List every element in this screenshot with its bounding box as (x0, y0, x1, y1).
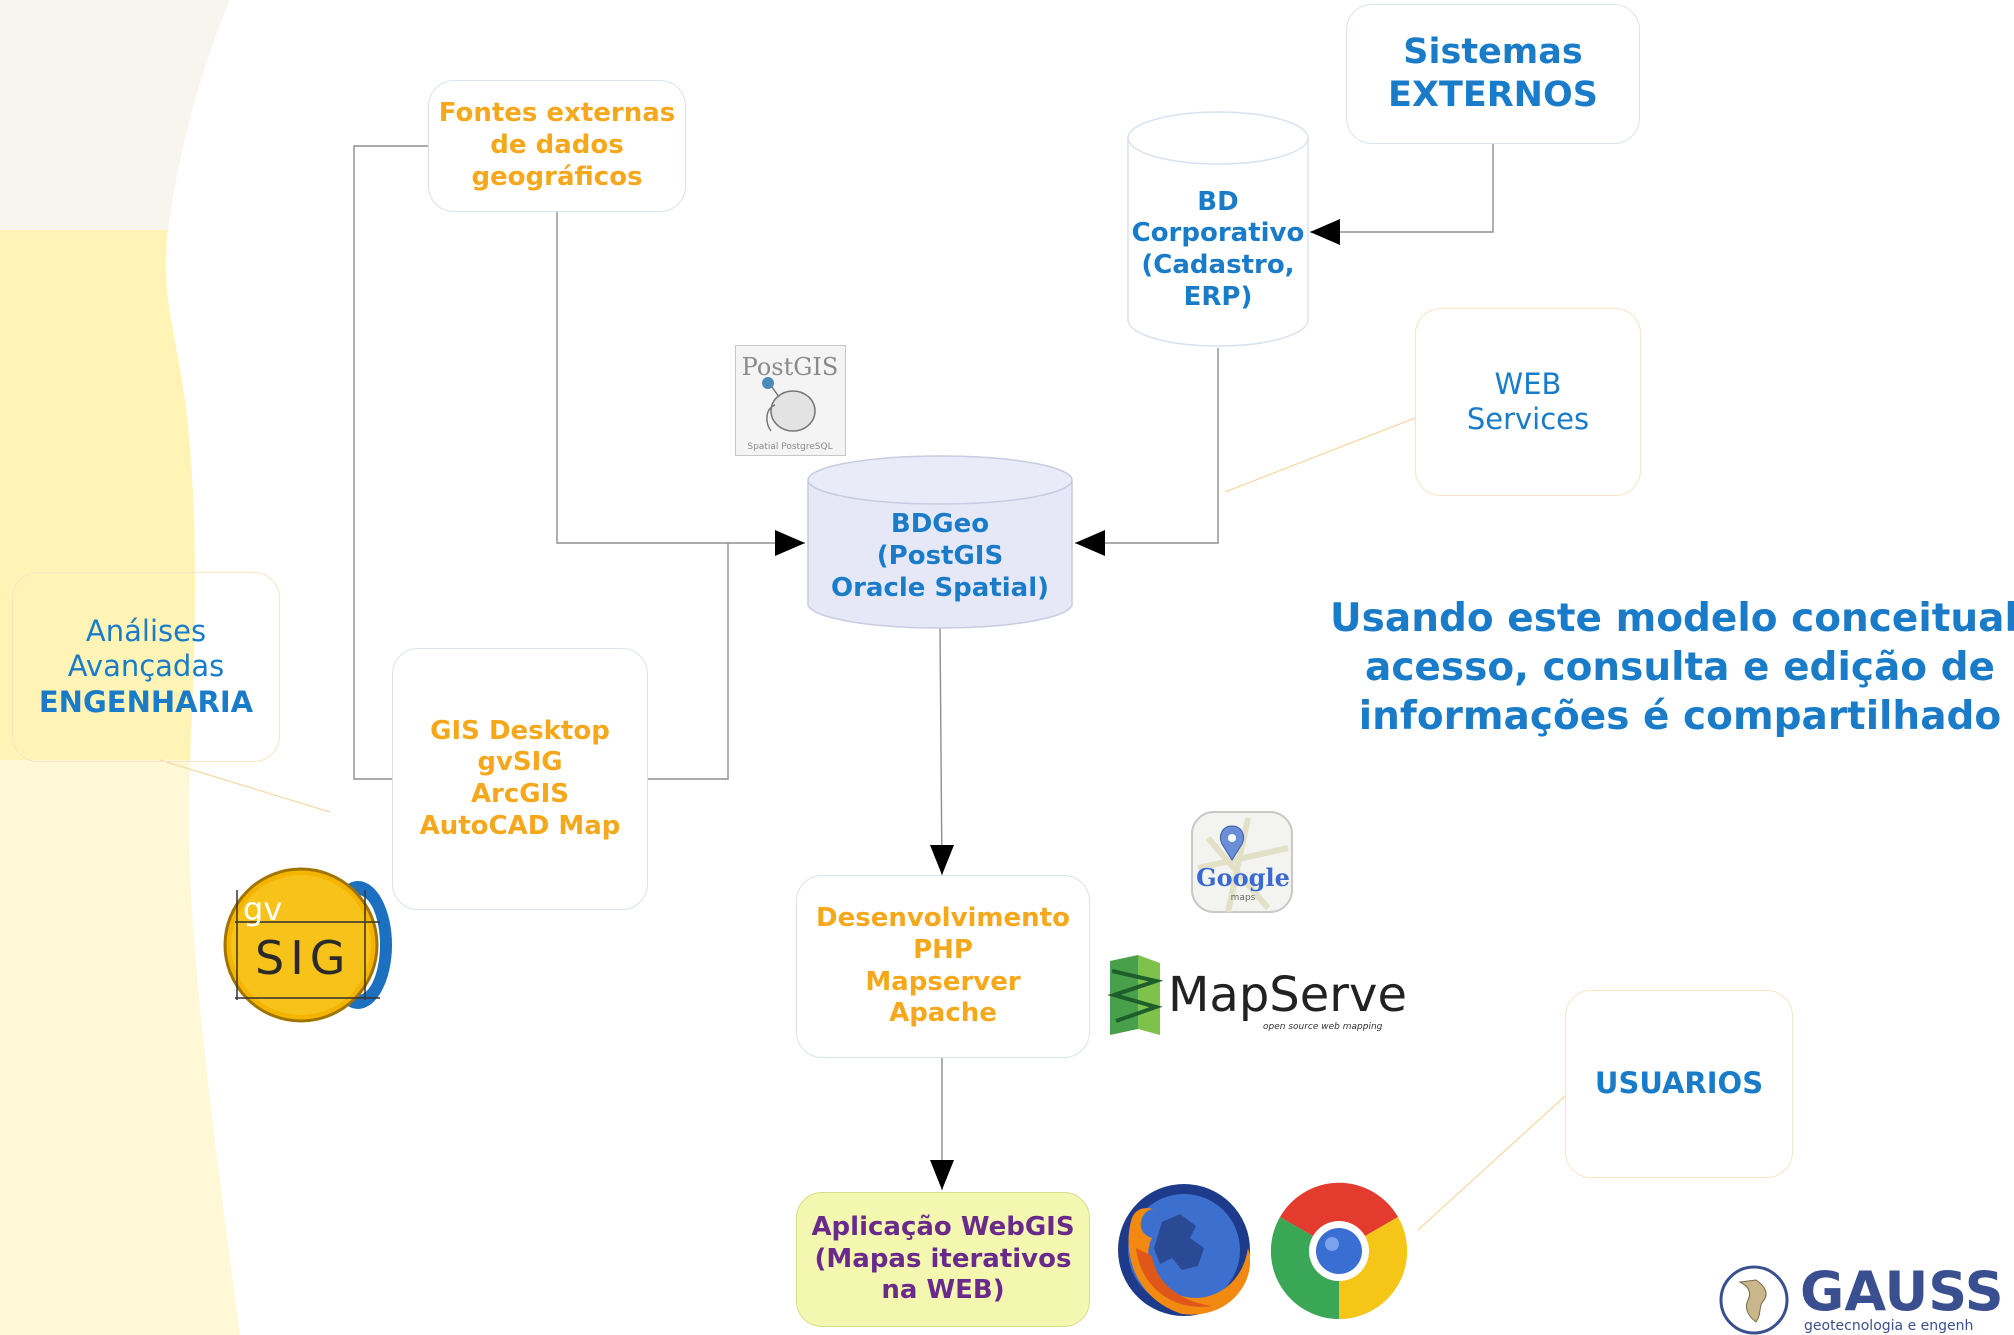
gauss-text: GAUSS (1800, 1262, 2004, 1323)
callout-pointer-webservices (1224, 417, 1416, 493)
callout-text-line: WEB (1494, 366, 1562, 401)
edge-bdcorp-bdgeo (1075, 348, 1219, 544)
callout-web-services: WEB Services (1415, 308, 1641, 496)
node-text-line: Oracle Spatial) (830, 572, 1050, 603)
edge-fontes-gis (353, 145, 428, 780)
node-text-line: PHP (913, 934, 973, 965)
callout-text-line: Services (1466, 402, 1590, 436)
postgis-logo: PostGIS Spatial PostgreSQL (735, 345, 846, 456)
node-text-line: GIS Desktop (430, 715, 610, 746)
node-text-line: Fontes externas (438, 98, 676, 129)
node-sistemas-externos: Sistemas EXTERNOS (1346, 4, 1640, 144)
statement-line: Usando este modelo conceitual, o (1330, 596, 2014, 641)
arrowhead (1310, 219, 1340, 245)
node-text-line: gvSIG (477, 747, 563, 778)
node-text-line: (Cadastro, (1141, 250, 1295, 280)
callout-text-line: Análises (85, 613, 207, 648)
arrowhead (775, 530, 805, 556)
gvsig-gv: gv (243, 890, 282, 928)
node-text-line: (PostGIS (876, 541, 1004, 572)
gvsig-logo: gv SIG (223, 867, 392, 1023)
bd-corporativo-cylinder (1127, 111, 1309, 347)
postgis-title: PostGIS (742, 353, 839, 381)
statement-line: acesso, consulta e edição de (1365, 644, 1995, 690)
callout-text-line: ENGENHARIA (38, 684, 254, 719)
node-text-line: de dados (490, 130, 624, 161)
callout-usuarios: USUARIOS (1565, 990, 1793, 1178)
bdgeo-cylinder (807, 455, 1073, 629)
node-bdgeo: BDGeo (PostGIS Oracle Spatial) (808, 500, 1072, 614)
firefox-logo (1118, 1184, 1251, 1316)
node-text-line: geográficos (471, 161, 643, 192)
node-text-line: na WEB) (881, 1275, 1005, 1306)
edge-fontes-bdgeo (556, 212, 805, 544)
node-bd-corporativo: BD Corporativo (Cadastro, ERP) (1128, 180, 1308, 320)
conclusion-statement: Usando este modelo conceitual, o acesso,… (1330, 595, 2014, 741)
mapserver-text: MapServer (1168, 967, 1408, 1023)
chrome-logo (1270, 1182, 1408, 1320)
node-aplicacao-webgis: Aplicação WebGIS (Mapas iterativos na WE… (796, 1192, 1090, 1327)
node-text-line: Corporativo (1131, 218, 1305, 249)
node-text-line: AutoCAD Map (419, 810, 621, 841)
arrowhead (930, 845, 954, 875)
mapserver-sub: open source web mapping (1263, 1022, 1383, 1032)
google-maps-sub: maps (1231, 893, 1256, 903)
statement-line: informações é compartilhado (1358, 693, 2002, 739)
arrowhead (1075, 530, 1105, 556)
node-text-line: BD (1197, 186, 1239, 217)
callout-text-line: USUARIOS (1594, 1066, 1764, 1101)
node-text-line: (Mapas iterativos (814, 1243, 1072, 1274)
edge-gis-bdgeo (648, 543, 729, 780)
mapserver-logo: MapServer open source web mapping (1108, 955, 1408, 1035)
edge-sistemas-bdcorp (1310, 144, 1494, 233)
node-text-line: Desenvolvimento (816, 903, 1070, 934)
node-text-line: ArcGIS (470, 779, 570, 809)
node-text-line: Sistemas (1403, 32, 1583, 73)
google-maps-logo: Google maps (1191, 811, 1293, 913)
node-text-line: Apache (889, 998, 997, 1029)
node-text-line: Aplicação WebGIS (811, 1211, 1075, 1242)
node-text-line: ERP) (1183, 281, 1253, 312)
node-desenvolvimento: Desenvolvimento PHP Mapserver Apache (796, 875, 1090, 1058)
gauss-logo: GAUSS geotecnologia e engenh (1719, 1262, 2004, 1335)
google-maps-text: Google (1196, 863, 1290, 892)
callout-pointer-usuarios (1417, 1095, 1566, 1231)
callout-text-line: Avançadas (67, 649, 225, 684)
node-text-line: EXTERNOS (1388, 75, 1598, 115)
node-fontes-externas: Fontes externas de dados geográficos (428, 80, 686, 212)
node-gis-desktop: GIS Desktop gvSIG ArcGIS AutoCAD Map (392, 648, 648, 910)
node-text-line: Mapserver (865, 966, 1021, 997)
edge-bdgeo-dev (939, 627, 943, 876)
arrowhead (930, 1160, 954, 1190)
gauss-subtitle: geotecnologia e engenh (1804, 1318, 1973, 1334)
node-text-line: BDGeo (890, 509, 990, 540)
gvsig-sig: SIG (255, 931, 351, 985)
callout-analises: Análises Avançadas ENGENHARIA (12, 572, 280, 762)
callout-pointer-analises (159, 759, 331, 813)
postgis-subtitle: Spatial PostgreSQL (747, 442, 832, 452)
